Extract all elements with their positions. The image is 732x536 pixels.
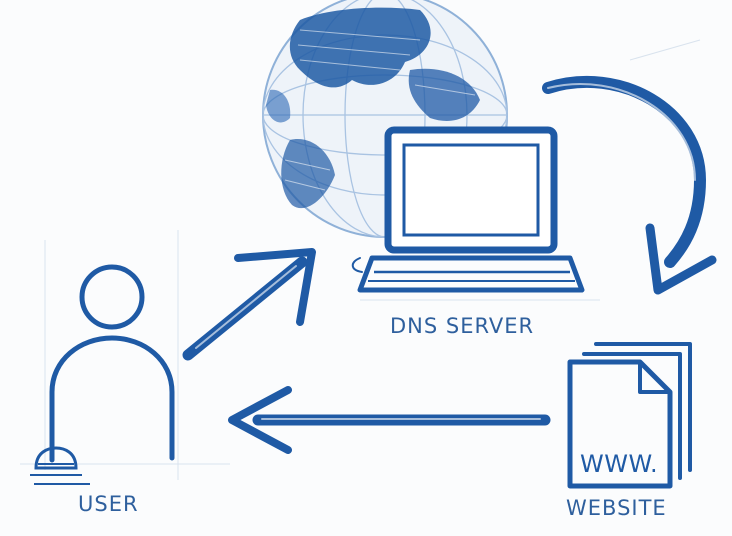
user-label: USER [78, 492, 139, 516]
arrow-website-to-user [228, 386, 551, 454]
dns-server-label: DNS SERVER [390, 314, 535, 338]
arrow-server-to-website [542, 75, 717, 295]
document-stack-icon [567, 342, 692, 489]
mouse-icon [30, 446, 90, 485]
user-icon [30, 264, 175, 485]
computer-icon [351, 126, 585, 293]
website-label: WEBSITE [566, 496, 667, 520]
www-text: WWW. [580, 450, 659, 478]
arrow-user-to-server [182, 248, 316, 361]
